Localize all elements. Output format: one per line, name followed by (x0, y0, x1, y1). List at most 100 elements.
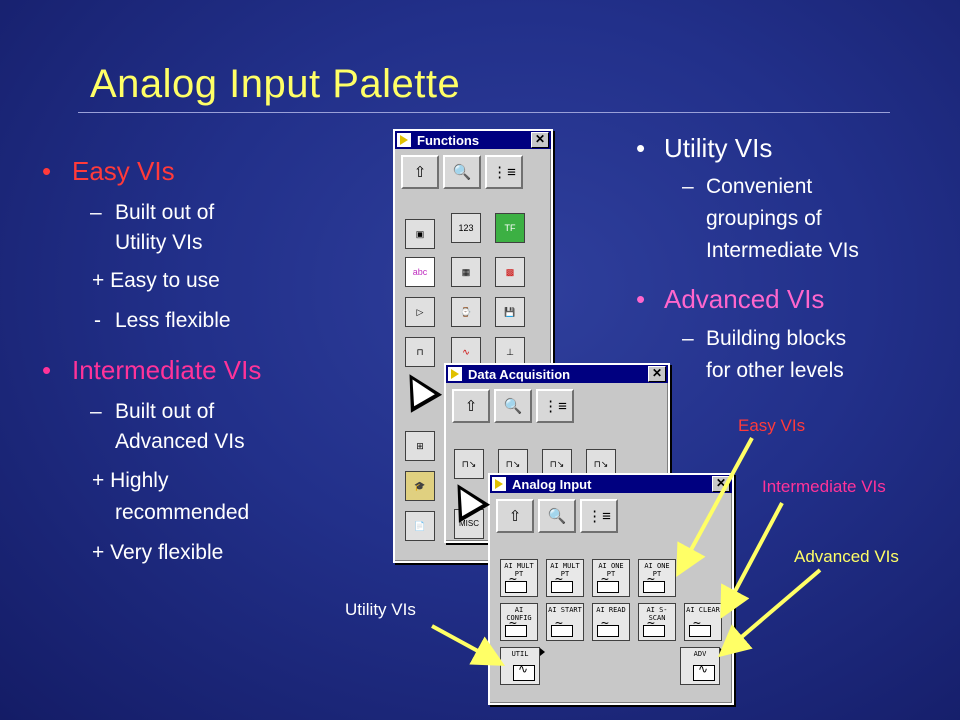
search-button[interactable]: 🔍 (538, 499, 576, 533)
arrow-easy (676, 437, 754, 578)
utility-line3: Intermediate VIs (706, 239, 859, 262)
utility-line2: groupings of (706, 207, 822, 230)
labview-icon (492, 477, 506, 491)
arrow-advanced (717, 568, 822, 658)
wave-icon (597, 576, 619, 593)
tutorial-icon[interactable]: 🎓 (405, 471, 435, 501)
instrument-io-icon[interactable]: ⊥ (495, 337, 525, 367)
wave-icon (551, 576, 573, 593)
options-button[interactable]: ⋮≡ (580, 499, 618, 533)
ai-clear-icon[interactable]: AI CLEAR (684, 603, 722, 641)
analog-input-titlebar[interactable]: Analog Input ✕ (490, 475, 732, 493)
functions-toolbar: ⇧ 🔍 ⋮≡ (395, 149, 551, 195)
labview-icon (448, 367, 462, 381)
up-arrow-button[interactable]: ⇧ (496, 499, 534, 533)
icon-label: AI MULT PT (504, 562, 534, 578)
icon-label: AI READ (596, 606, 626, 614)
ai-config-icon[interactable]: AI CONFIG (500, 603, 538, 641)
ai-sample-channel-icon[interactable]: AI ONE PT (638, 559, 676, 597)
close-icon[interactable]: ✕ (648, 366, 666, 382)
ai-acquire-waveforms-icon[interactable]: AI MULT PT (546, 559, 584, 597)
wave-icon (513, 665, 535, 681)
intermediate-plus1-line1: + Highly (92, 469, 169, 492)
intermediate-bullet: • (42, 355, 52, 385)
communication-icon[interactable]: ⊞ (405, 431, 435, 461)
close-icon[interactable]: ✕ (531, 132, 549, 148)
icon-label: AI S-SCAN (646, 606, 668, 622)
easy-minus: Less flexible (115, 309, 231, 332)
up-arrow-button[interactable]: ⇧ (401, 155, 439, 189)
ai-acquire-waveform-icon[interactable]: AI ONE PT (592, 559, 630, 597)
intermediate-sub-dash: – (90, 400, 102, 423)
arrow-intermediate (720, 502, 784, 620)
intermediate-sub-line2: Advanced VIs (115, 430, 245, 453)
ai-utility-subpalette-icon[interactable]: UTIL (500, 647, 545, 685)
analog-input-window: Analog Input ✕ ⇧ 🔍 ⋮≡ AI MULT PT AI MULT… (488, 473, 734, 705)
labview-icon (397, 133, 411, 147)
analog-input-title: Analog Input (512, 476, 592, 492)
array-icon[interactable]: ▦ (451, 257, 481, 287)
analog-input-toolbar: ⇧ 🔍 ⋮≡ (490, 493, 732, 539)
wave-icon (551, 620, 573, 637)
icon-label: ADV (693, 650, 707, 658)
search-icon: 🔍 (452, 164, 472, 181)
ai-advanced-subpalette-icon[interactable]: ADV (680, 647, 725, 685)
options-icon: ⋮≡ (492, 164, 516, 181)
slide-title: Analog Input Palette (90, 62, 461, 106)
easy-sub-line2: Utility VIs (115, 231, 203, 254)
easy-minus-sign: - (94, 309, 101, 332)
intermediate-sub-line1: Built out of (115, 400, 215, 423)
icon-label: UTIL (511, 650, 529, 658)
functions-titlebar[interactable]: Functions ✕ (395, 131, 551, 149)
structures-icon[interactable]: ▣ (405, 219, 435, 249)
utility-heading: Utility VIs (664, 133, 773, 163)
easy-heading: Easy VIs (72, 156, 175, 186)
advanced-line1: Building blocks (706, 327, 847, 350)
numeric-icon[interactable]: 123 (451, 213, 481, 243)
up-arrow-icon: ⇧ (508, 508, 522, 525)
options-button[interactable]: ⋮≡ (485, 155, 523, 189)
icon-label: AI START (548, 606, 582, 614)
file-io-icon[interactable]: 💾 (495, 297, 525, 327)
wave-icon (505, 576, 527, 593)
ai-start-icon[interactable]: AI START (546, 603, 584, 641)
ai-single-scan-icon[interactable]: AI S-SCAN (638, 603, 676, 641)
search-button[interactable]: 🔍 (443, 155, 481, 189)
icon-label: AI ONE PT (598, 562, 624, 578)
search-icon: 🔍 (503, 398, 523, 415)
icon-label: AI CONFIG (506, 606, 532, 622)
wave-icon (693, 665, 715, 681)
daq-icon[interactable]: ⊓ (405, 337, 435, 367)
ai-read-icon[interactable]: AI READ (592, 603, 630, 641)
time-dialog-icon[interactable]: ⌚ (451, 297, 481, 327)
comparison-icon[interactable]: ▷ (405, 297, 435, 327)
advanced-dash: – (682, 327, 694, 350)
icon-label: AI ONE PT (644, 562, 670, 578)
callout-utility: Utility VIs (345, 600, 416, 619)
string-icon[interactable]: abc (405, 257, 435, 287)
functions-title: Functions (417, 132, 480, 148)
wave-icon (597, 620, 619, 637)
up-arrow-icon: ⇧ (464, 398, 478, 415)
up-arrow-button[interactable]: ⇧ (452, 389, 490, 423)
utility-bullet: • (636, 133, 646, 163)
icon-label: AI CLEAR (686, 606, 720, 614)
cluster-icon[interactable]: ▩ (495, 257, 525, 287)
title-divider (78, 112, 890, 113)
data-acquisition-title: Data Acquisition (468, 366, 571, 382)
select-vi-icon[interactable]: 📄 (405, 511, 435, 541)
easy-sub-dash: – (90, 201, 102, 224)
options-icon: ⋮≡ (587, 508, 611, 525)
ai-waveform-scan-icon[interactable]: AI MULT PT (500, 559, 538, 597)
options-button[interactable]: ⋮≡ (536, 389, 574, 423)
wave-icon (689, 620, 711, 637)
submenu-arrow-icon (540, 648, 545, 656)
search-button[interactable]: 🔍 (494, 389, 532, 423)
boolean-icon[interactable]: TF (495, 213, 525, 243)
utility-line1: Convenient (706, 175, 813, 198)
easy-sub-line1: Built out of (115, 201, 215, 224)
data-acquisition-toolbar: ⇧ 🔍 ⋮≡ (446, 383, 668, 429)
intermediate-plus2: + Very flexible (92, 541, 224, 564)
intermediate-heading: Intermediate VIs (72, 355, 262, 385)
data-acquisition-titlebar[interactable]: Data Acquisition ✕ (446, 365, 668, 383)
